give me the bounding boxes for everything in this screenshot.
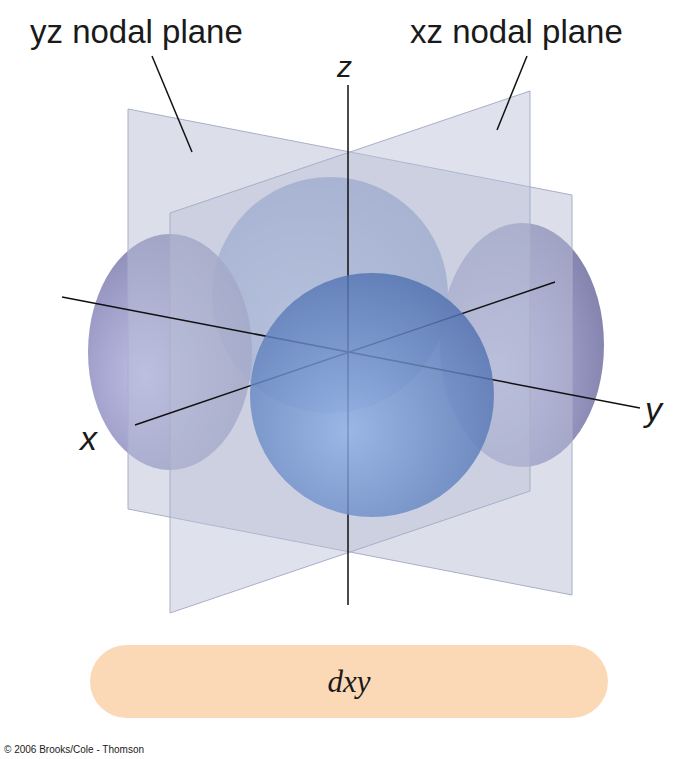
plane-label: yz nodal plane xyxy=(30,14,243,50)
plane-label: xz nodal plane xyxy=(410,14,623,50)
orbital-name: dxy xyxy=(327,664,370,700)
axis-label: z xyxy=(337,50,352,83)
axis-label: y xyxy=(645,391,662,428)
front-lobe xyxy=(250,273,494,517)
xz-plane xyxy=(170,91,530,613)
leader-line xyxy=(152,56,192,152)
orbital-name-pill: dxy xyxy=(90,645,608,718)
leader-line xyxy=(497,56,527,130)
axis-label: x xyxy=(80,420,97,457)
copyright-note: © 2006 Brooks/Cole - Thomson xyxy=(4,744,144,755)
